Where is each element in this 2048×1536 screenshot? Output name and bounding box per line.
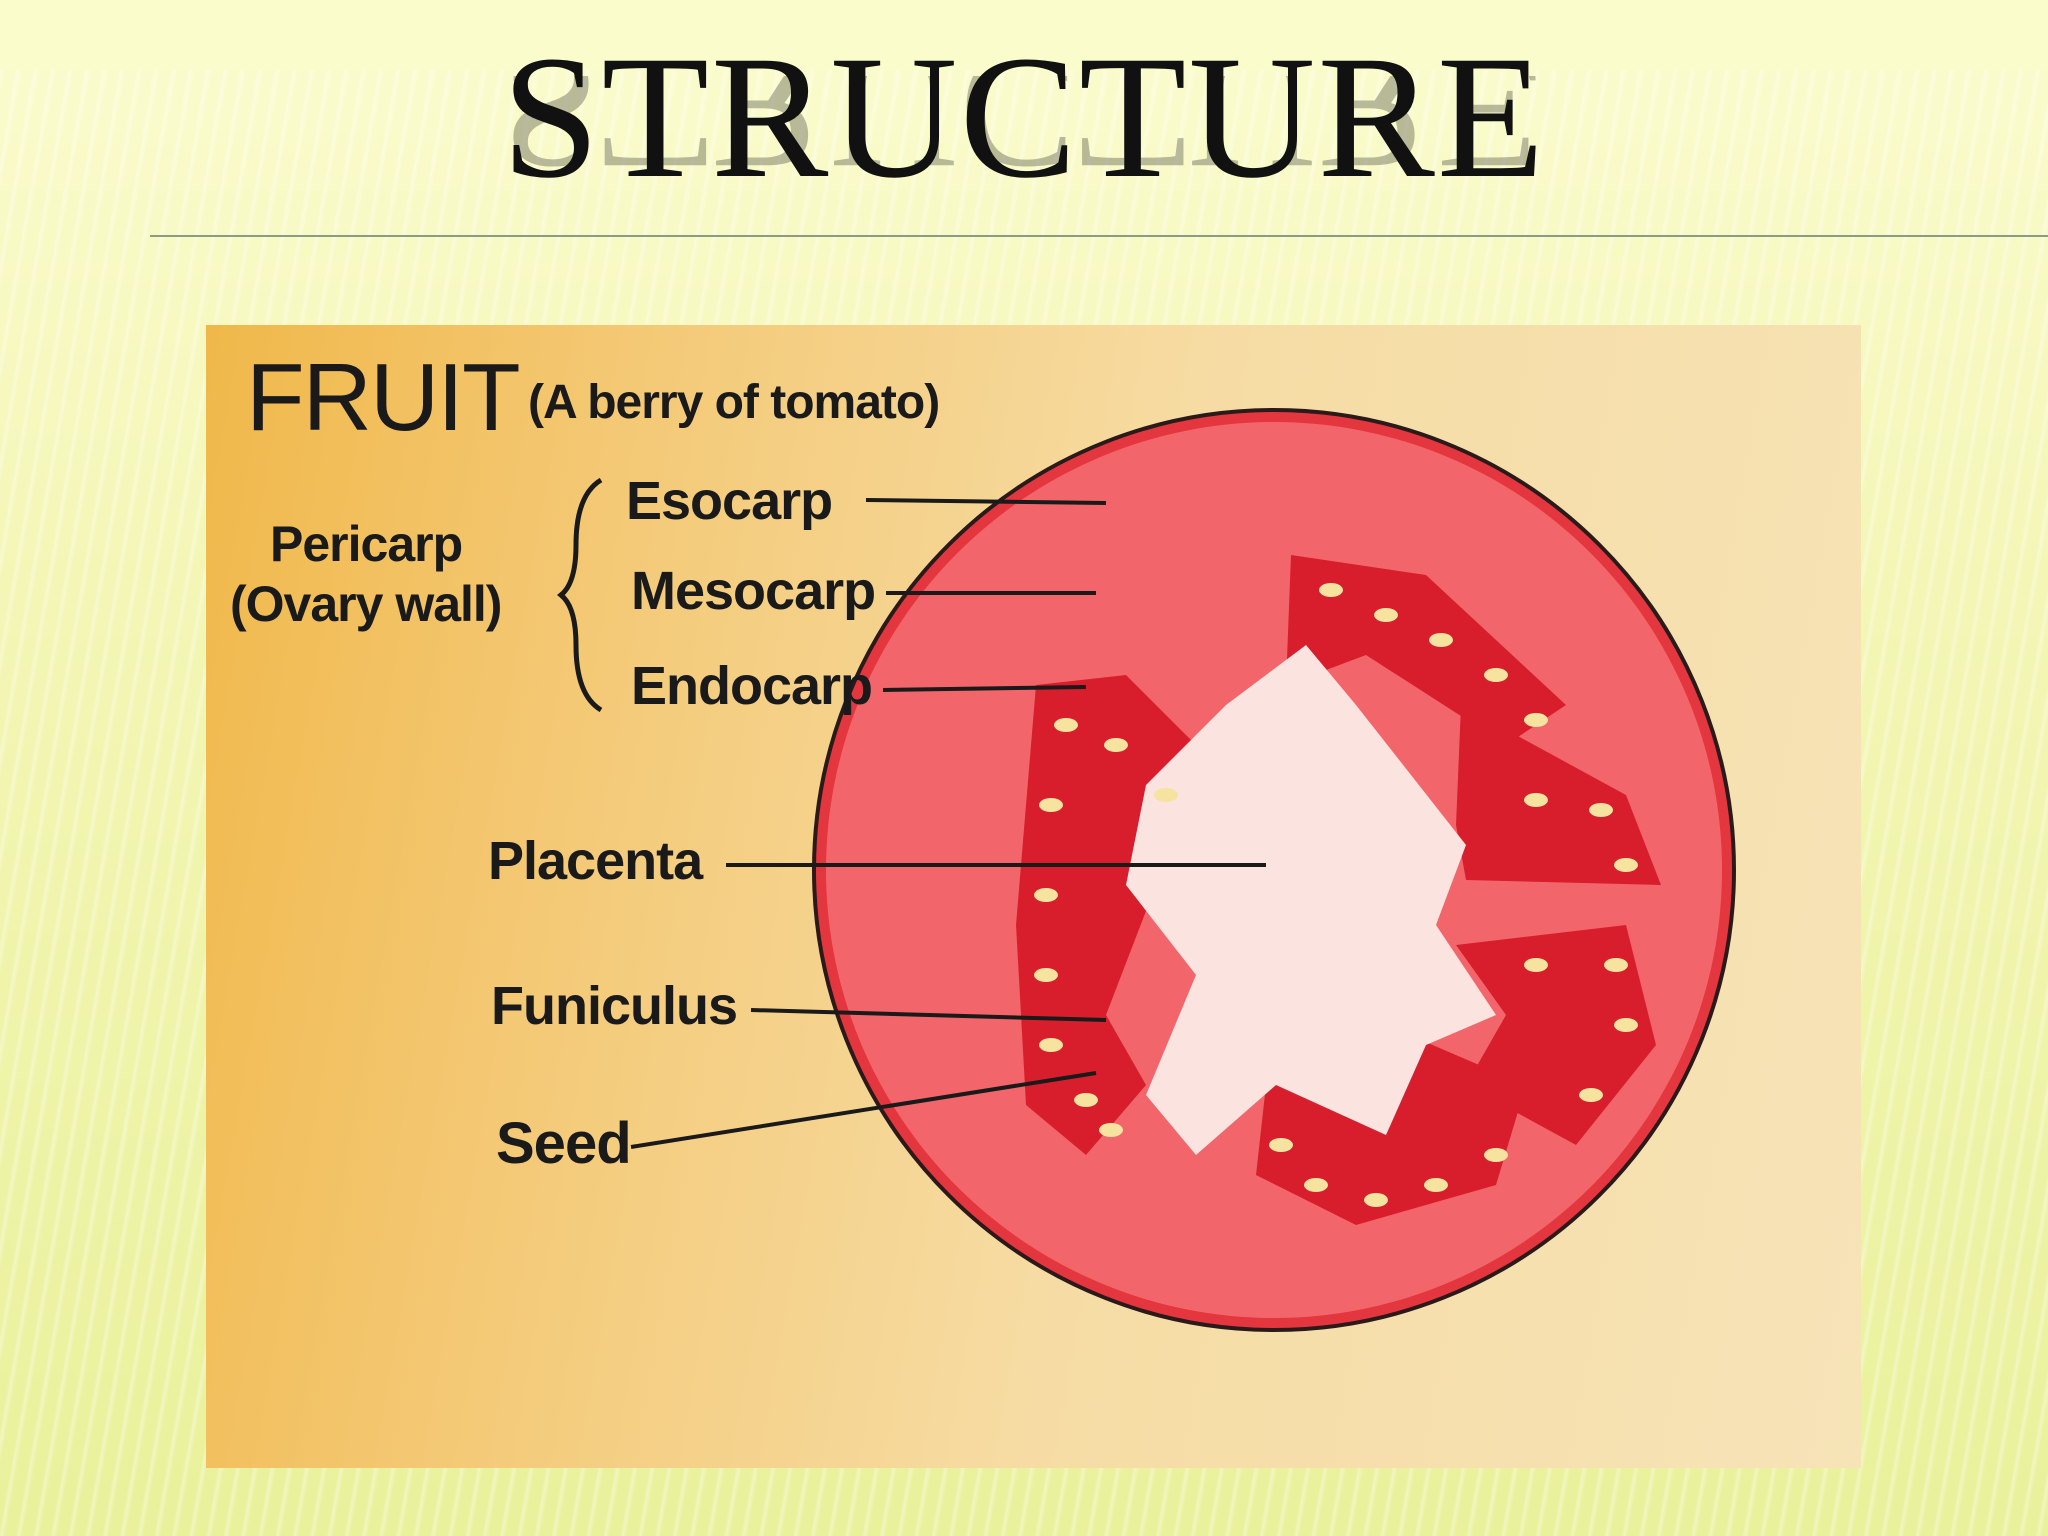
- funiculus-label: Funiculus: [491, 976, 738, 1036]
- endocarp-leader: [882, 685, 1087, 692]
- leader-lines: [557, 477, 1266, 1149]
- seed-leader: [630, 1071, 1097, 1149]
- pericarp-brace: [557, 477, 603, 713]
- figure-heading: FRUIT: [246, 344, 521, 451]
- seed-label: Seed: [496, 1111, 632, 1176]
- esocarp-leader: [865, 498, 1107, 505]
- slide-top-band: [0, 0, 2048, 70]
- esocarp-label: Esocarp: [626, 471, 833, 531]
- figure-subheading: (A berry of tomato): [528, 376, 940, 429]
- seeds: [1034, 583, 1638, 1207]
- ovary-wall-label: (Ovary wall): [230, 576, 502, 632]
- pericarp-label: Pericarp: [270, 516, 463, 572]
- funiculus-leader: [750, 1008, 1107, 1022]
- endocarp-label: Endocarp: [631, 656, 873, 716]
- placenta: [1126, 645, 1496, 1155]
- locule-right: [1456, 705, 1661, 885]
- locule-top: [1286, 555, 1566, 745]
- tomato-cross-section: [557, 408, 1736, 1332]
- tomato-diagram: FRUIT (A berry of tomato) Pericarp (Ovar…: [206, 325, 1861, 1468]
- slide-title: STRUCTURE: [501, 20, 1547, 215]
- mesocarp-label: Mesocarp: [631, 561, 876, 621]
- placenta-label: Placenta: [488, 831, 703, 891]
- title-underline: [150, 235, 2048, 237]
